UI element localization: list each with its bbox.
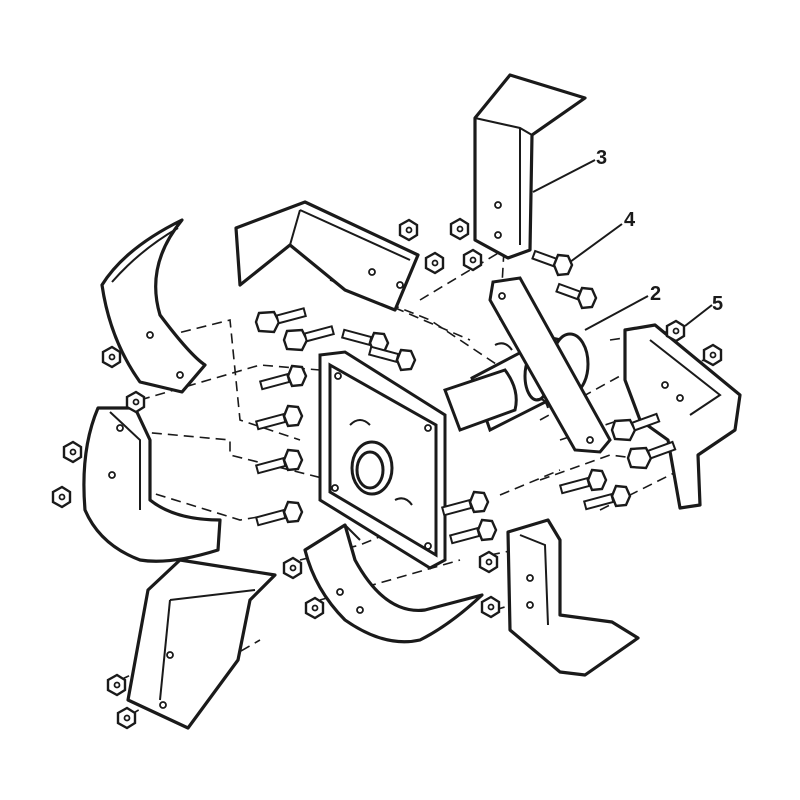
nut xyxy=(125,390,146,414)
callout-label-2: 2 xyxy=(650,283,661,305)
nut xyxy=(101,345,122,369)
bolt xyxy=(531,249,574,277)
nut xyxy=(702,343,723,367)
nut xyxy=(478,550,499,574)
bolt xyxy=(367,345,417,372)
nut xyxy=(116,706,137,730)
tine-upper-middle xyxy=(234,200,420,312)
tine-left xyxy=(82,406,222,563)
nut xyxy=(480,595,501,619)
nut xyxy=(282,556,303,580)
bolt xyxy=(555,282,598,310)
bolt xyxy=(610,412,661,442)
bolt xyxy=(254,448,304,475)
bolt xyxy=(582,484,632,511)
callout-2: 2 xyxy=(584,283,661,331)
nut xyxy=(462,248,483,272)
callout-label-4: 4 xyxy=(624,209,636,231)
nut xyxy=(665,319,686,343)
bolt xyxy=(254,404,304,431)
tine-bottom-right xyxy=(506,518,640,677)
bolt xyxy=(254,307,307,334)
callout-4: 4 xyxy=(569,209,636,263)
tine-bottom-left xyxy=(126,558,277,730)
callout-5: 5 xyxy=(684,293,723,327)
bolt xyxy=(254,500,304,527)
bolt xyxy=(258,364,308,391)
nut xyxy=(398,218,419,242)
bolt xyxy=(282,325,335,352)
bolt xyxy=(440,490,490,517)
bolt xyxy=(626,440,677,470)
nuts xyxy=(51,217,723,730)
mounting-plate-front xyxy=(318,350,447,570)
nut xyxy=(304,596,325,620)
nut xyxy=(62,440,83,464)
nut xyxy=(424,251,445,275)
bolt xyxy=(558,468,608,495)
tine-upper-left xyxy=(100,218,207,394)
callout-label-3: 3 xyxy=(596,147,607,169)
mounting-plate-back xyxy=(488,276,612,454)
callout-label-5: 5 xyxy=(712,293,723,315)
bolts xyxy=(254,249,677,545)
tine-bottom-middle xyxy=(303,523,484,644)
callout-3: 3 xyxy=(532,147,607,193)
tine-top-right xyxy=(473,73,587,260)
nut xyxy=(449,217,470,241)
nut xyxy=(106,673,127,697)
nut xyxy=(51,485,72,509)
bolt xyxy=(448,518,498,545)
tine-right xyxy=(623,323,742,510)
